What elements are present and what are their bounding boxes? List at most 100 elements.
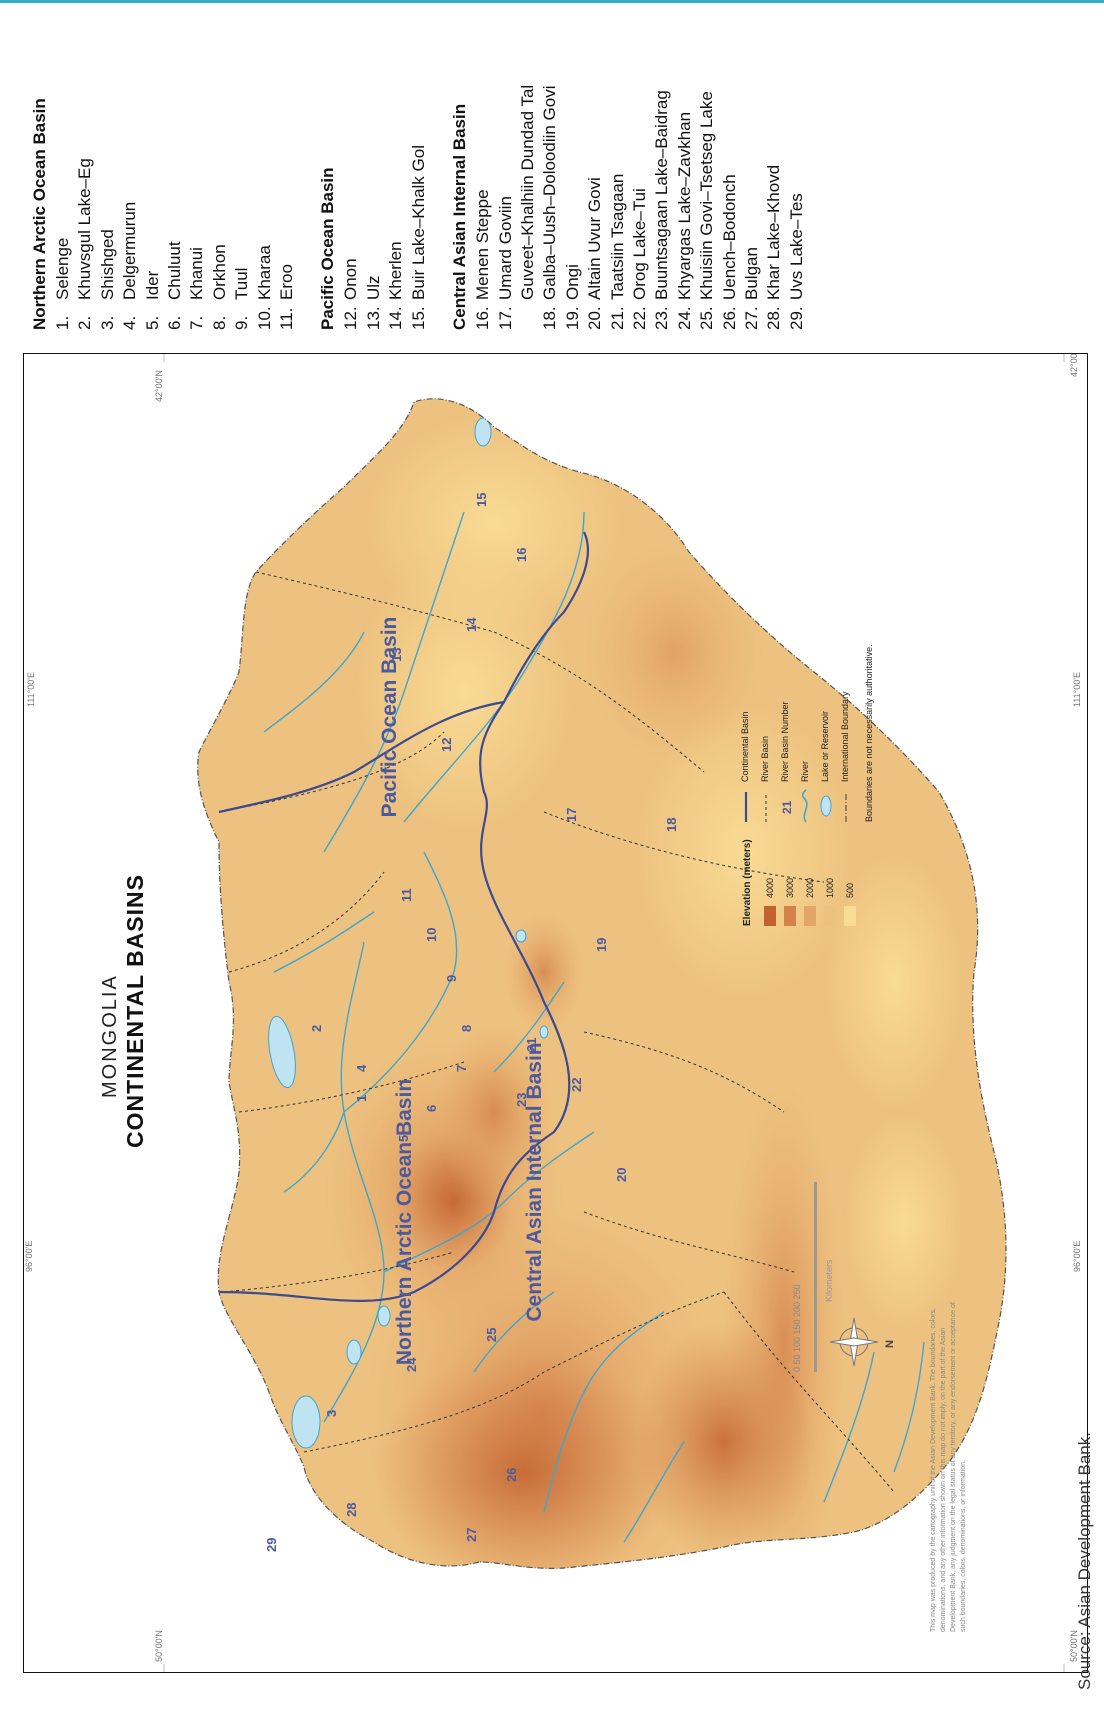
list-item-name: Menen Steppe	[473, 189, 493, 300]
list-item-name: Chuluut	[165, 241, 185, 300]
legend-river-basin-number: River Basin Number	[780, 701, 790, 782]
list-item: 29.Uvs Lake–Tes	[786, 20, 808, 330]
list-item-number	[517, 300, 539, 330]
elevation-value: 2000	[805, 877, 815, 898]
list-item-name: Uench–Bodonch	[719, 174, 739, 300]
legend-river: River	[800, 760, 810, 782]
basin-number: 15	[474, 492, 489, 507]
list-item: 7.Khanui	[186, 20, 208, 330]
list-item-name: Galba–Uush–Doloodiin Govi	[540, 85, 560, 300]
basin-number: 1	[354, 1094, 369, 1102]
list-item: 8. Orkhon	[209, 20, 231, 330]
basin-group-title: Northern Arctic Ocean Basin	[30, 98, 49, 330]
rotated-figure: MONGOLIA CONTINENTAL BASINS 50°00'N 42°0…	[8, 8, 1096, 1697]
basin-number: 11	[399, 888, 414, 902]
list-item-number: 22.	[629, 306, 649, 330]
map-title-country: MONGOLIA	[99, 974, 121, 1098]
basin-group-arctic: Northern Arctic Ocean Basin 1. Selenge 2.…	[30, 20, 298, 330]
list-item-number: 7.	[187, 315, 207, 330]
label-pacific-basin: Pacific Ocean Basin	[378, 616, 401, 818]
coord-lon-111-top: 111°00'E	[26, 671, 36, 707]
list-item: 28. Khar Lake–Khovd	[763, 20, 785, 330]
label-arctic-basin: Northern Arctic Ocean Basin	[393, 1078, 416, 1366]
list-item-number: 2.	[75, 315, 95, 330]
list-item: 1. Selenge	[52, 20, 74, 330]
list-item-name: Buuntsagaan Lake–Baidrag	[652, 90, 672, 300]
basin-number: 25	[484, 1327, 499, 1342]
list-item-name: Kherlen	[386, 241, 406, 300]
graticule-ticks	[163, 354, 1065, 1672]
coord-lon-96-top: 96°00'E	[24, 1240, 34, 1272]
list-item: 21. Taatsiin Tsagaan	[607, 20, 629, 330]
list-item: 26.Uench–Bodonch	[719, 20, 741, 330]
list-item-number: 9.	[232, 315, 252, 330]
elevation-value: 3000	[785, 877, 795, 898]
list-item: 15. Buir Lake–Khalk Gol	[408, 20, 430, 330]
list-item: 2.Khuvsgul Lake–Eg	[74, 20, 96, 330]
list-item-number: 8.	[209, 315, 229, 330]
list-item: 3.Shishged	[97, 20, 119, 330]
list-item-number: 28.	[764, 306, 784, 330]
list-item-name: Selenge	[53, 237, 72, 300]
basin-number: 28	[344, 1502, 359, 1517]
list-item-name: Shishged	[97, 229, 117, 300]
basin-number: 24	[404, 1357, 419, 1372]
source-note: Source: Asian Development Bank.	[1075, 1432, 1094, 1690]
basin-number: 13	[389, 647, 404, 662]
legend-elevation-row: 2000	[804, 878, 816, 926]
list-item: 22. Orog Lake–Tui	[629, 20, 651, 330]
legend-basin-number-sample: 21	[780, 800, 794, 814]
basin-number: 14	[464, 617, 479, 632]
list-item-number: 11.	[277, 307, 297, 330]
list-item-name: Ulz	[363, 275, 383, 300]
list-item-number: 19.	[562, 306, 582, 330]
basin-number: 23	[514, 1092, 529, 1107]
basin-number: 29	[264, 1537, 279, 1552]
list-item-name: Kharaa	[254, 245, 274, 300]
elevation-swatch	[824, 906, 836, 926]
list-item: 9.Tuul	[231, 20, 253, 330]
elevation-swatch	[804, 906, 816, 926]
map-panel: MONGOLIA CONTINENTAL BASINS 50°00'N 42°0…	[23, 353, 1088, 1673]
list-item-name: Bulgan	[741, 247, 761, 300]
list-item-number: 15.	[408, 306, 428, 330]
list-item: 13. Ulz	[363, 20, 385, 330]
list-item-name: Khar Lake–Khovd	[764, 164, 784, 300]
continental-basin-boundaries	[218, 531, 589, 1302]
list-item-name: Orog Lake–Tui	[629, 188, 649, 300]
list-item-number: 10.	[254, 306, 274, 330]
basin-number: 9	[444, 974, 459, 982]
list-item-name: Orkhon	[209, 244, 229, 300]
list-item-number: 1.	[53, 315, 72, 330]
list-item: 18.Galba–Uush–Doloodiin Govi	[539, 20, 561, 330]
basin-group-central: Central Asian Internal Basin 16.Menen St…	[450, 20, 808, 330]
list-item: 14.Kherlen	[385, 20, 407, 330]
list-item-number: 6.	[165, 315, 185, 330]
list-item-number: 17.	[495, 306, 515, 330]
basin-number: 19	[594, 937, 609, 952]
list-item-name: Buir Lake–Khalk Gol	[408, 145, 428, 300]
basin-number: 10	[424, 927, 439, 942]
legend-lake: Lake or Reservoir	[820, 710, 830, 782]
basin-number: 2	[309, 1024, 324, 1032]
north-arrow-icon	[829, 1317, 879, 1367]
list-item: 23.Buuntsagaan Lake–Baidrag	[651, 20, 673, 330]
legend-elevation-row: 1000	[824, 878, 836, 926]
list-item-name: Taatsiin Tsagaan	[607, 173, 627, 300]
list-item: 4.Delgermurun	[119, 20, 141, 330]
north-label: N	[884, 1340, 896, 1348]
basin-number: 22	[569, 1077, 584, 1092]
list-item-number: 13.	[363, 306, 383, 330]
list-item-name: Khuisiin Govi–Tsetseg Lake	[697, 91, 717, 300]
list-item-number: 21.	[607, 306, 627, 330]
list-item: 19.Ongi	[562, 20, 584, 330]
legend-elevation-row: 4000	[764, 878, 776, 926]
legend-elevation-title: Elevation (meters)	[742, 839, 753, 926]
map-drawing	[163, 354, 1065, 1672]
basin-group-title: Central Asian Internal Basin	[450, 103, 470, 330]
elevation-swatch	[764, 906, 776, 926]
list-item-number: 4.	[120, 315, 140, 330]
basin-number: 20	[614, 1167, 629, 1182]
coord-lat-42-right: 42°00'N	[154, 370, 164, 402]
list-item-name: Ider	[142, 270, 162, 300]
